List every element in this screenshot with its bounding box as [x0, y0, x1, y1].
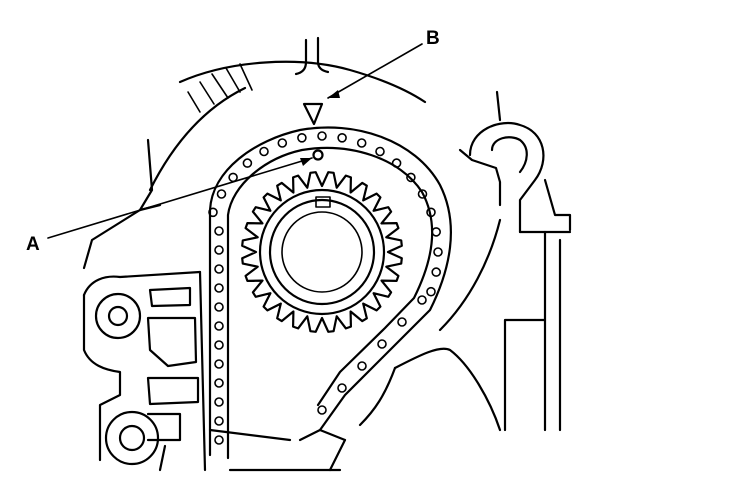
chain-link-pin: [214, 264, 224, 274]
timing-chain: [208, 126, 452, 460]
chain-link-pin: [214, 245, 224, 255]
chain-link-pin: [337, 133, 347, 143]
callout-a: A: [26, 157, 313, 255]
chain-link-pin: [214, 226, 224, 236]
chain-link-pin: [433, 247, 443, 257]
callout-label-a: A: [26, 234, 40, 255]
chain-link-pin: [214, 359, 224, 369]
chain-link-pin: [375, 146, 385, 157]
chain-link-pin: [356, 138, 367, 148]
chain-link-pin: [317, 131, 327, 141]
chain-link-pin: [259, 146, 269, 157]
chain-link-pin: [426, 286, 436, 297]
chain-link-pin: [208, 207, 218, 218]
chain-link-pin: [214, 340, 224, 350]
chain-link-pin: [228, 172, 238, 183]
chain-link-pin: [357, 361, 367, 371]
chain-link-pin: [377, 339, 387, 349]
lower-housing: [82, 270, 207, 472]
chain-link-pin: [397, 317, 407, 327]
chain-link-pin: [214, 435, 224, 445]
crankshaft-sprocket: [241, 171, 403, 333]
chain-link-pin: [391, 158, 402, 168]
callout-b: B: [327, 28, 440, 99]
chain-link-pin: [317, 405, 327, 415]
chain-link-pin: [214, 283, 224, 293]
chain-link-pin: [214, 302, 224, 312]
chain-link-pin: [216, 189, 227, 199]
chain-link-pin: [214, 397, 224, 407]
chain-link-pin: [417, 295, 427, 305]
chain-link-pin: [214, 378, 224, 388]
chain-guide: [208, 347, 502, 472]
dot-mark: [312, 149, 324, 161]
chain-link-pin: [431, 227, 442, 237]
timing-marks: [302, 102, 324, 161]
chain-link-pin: [431, 267, 442, 277]
pointer-mark: [302, 102, 324, 126]
chain-link-pin: [406, 172, 416, 183]
chain-link-pin: [337, 383, 347, 393]
engine-cover: [82, 36, 427, 270]
chain-link-pin: [214, 321, 224, 331]
chain-link-pin: [426, 207, 436, 218]
chain-link-pin: [417, 189, 428, 199]
callout-label-b: B: [426, 28, 440, 49]
chain-link-pin: [214, 416, 224, 426]
right-bracket: [438, 90, 572, 432]
chain-link-pin: [277, 138, 288, 148]
chain-link-pin: [297, 133, 307, 143]
chain-link-pin: [242, 158, 253, 168]
